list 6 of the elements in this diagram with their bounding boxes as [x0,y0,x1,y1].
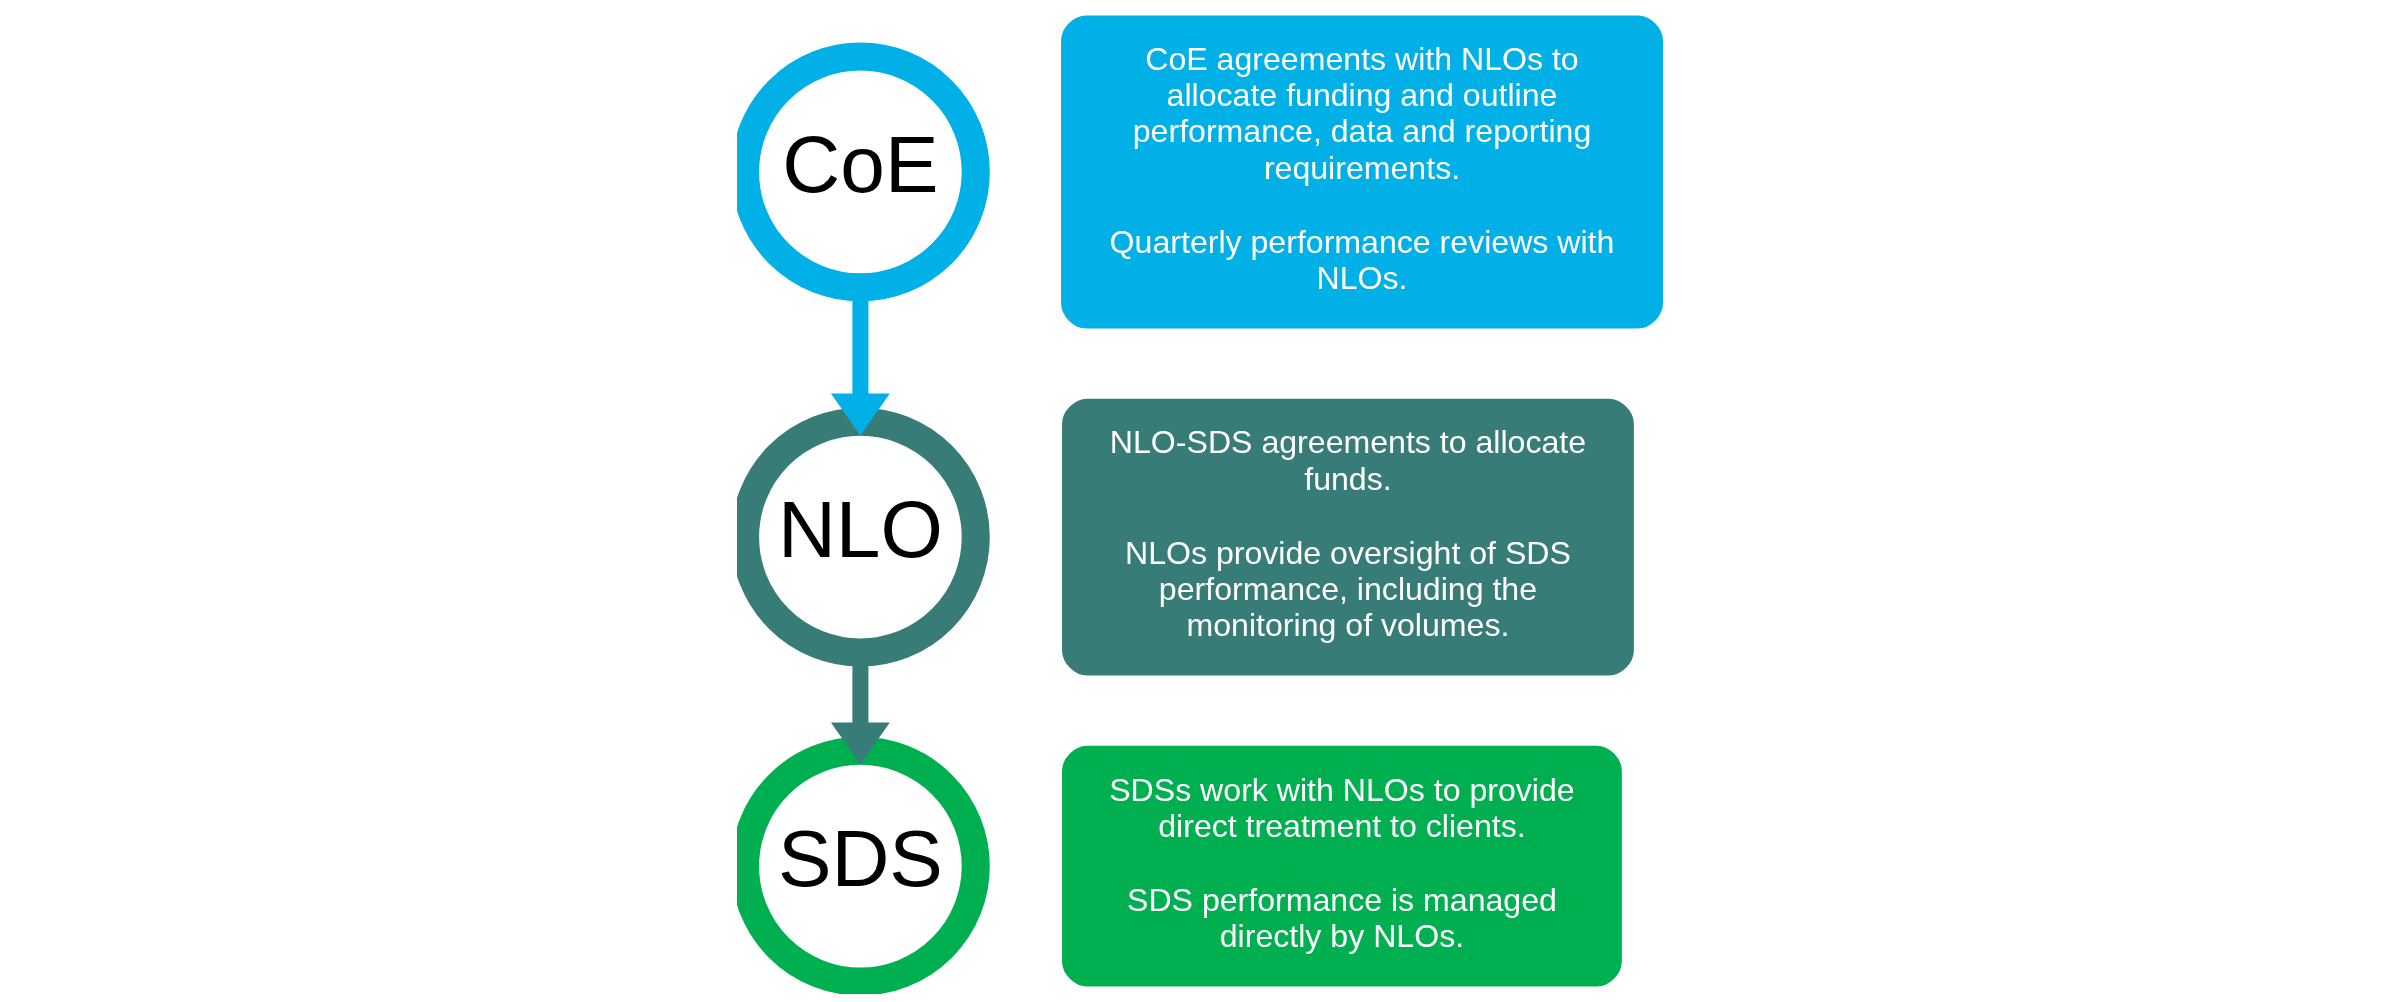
node-box: NLO-SDS agreements to allocate funds. NLOs provide oversight of SDS performance, including the monitoring of volumes. [1062,398,1634,676]
node-box: CoE agreements with NLOs to allocate funding and outline performance, data and reporting requirements. Quarterly performance reviews with NLOs. [1061,15,1663,329]
node-circle: SDS [737,736,990,994]
node-circle: CoE [737,42,990,302]
node-circle: NLO [737,407,990,667]
node-box: SDSs work with NLOs to provide direct treatment to clients. SDS performance is managed directly by NLOs. [1062,745,1622,987]
